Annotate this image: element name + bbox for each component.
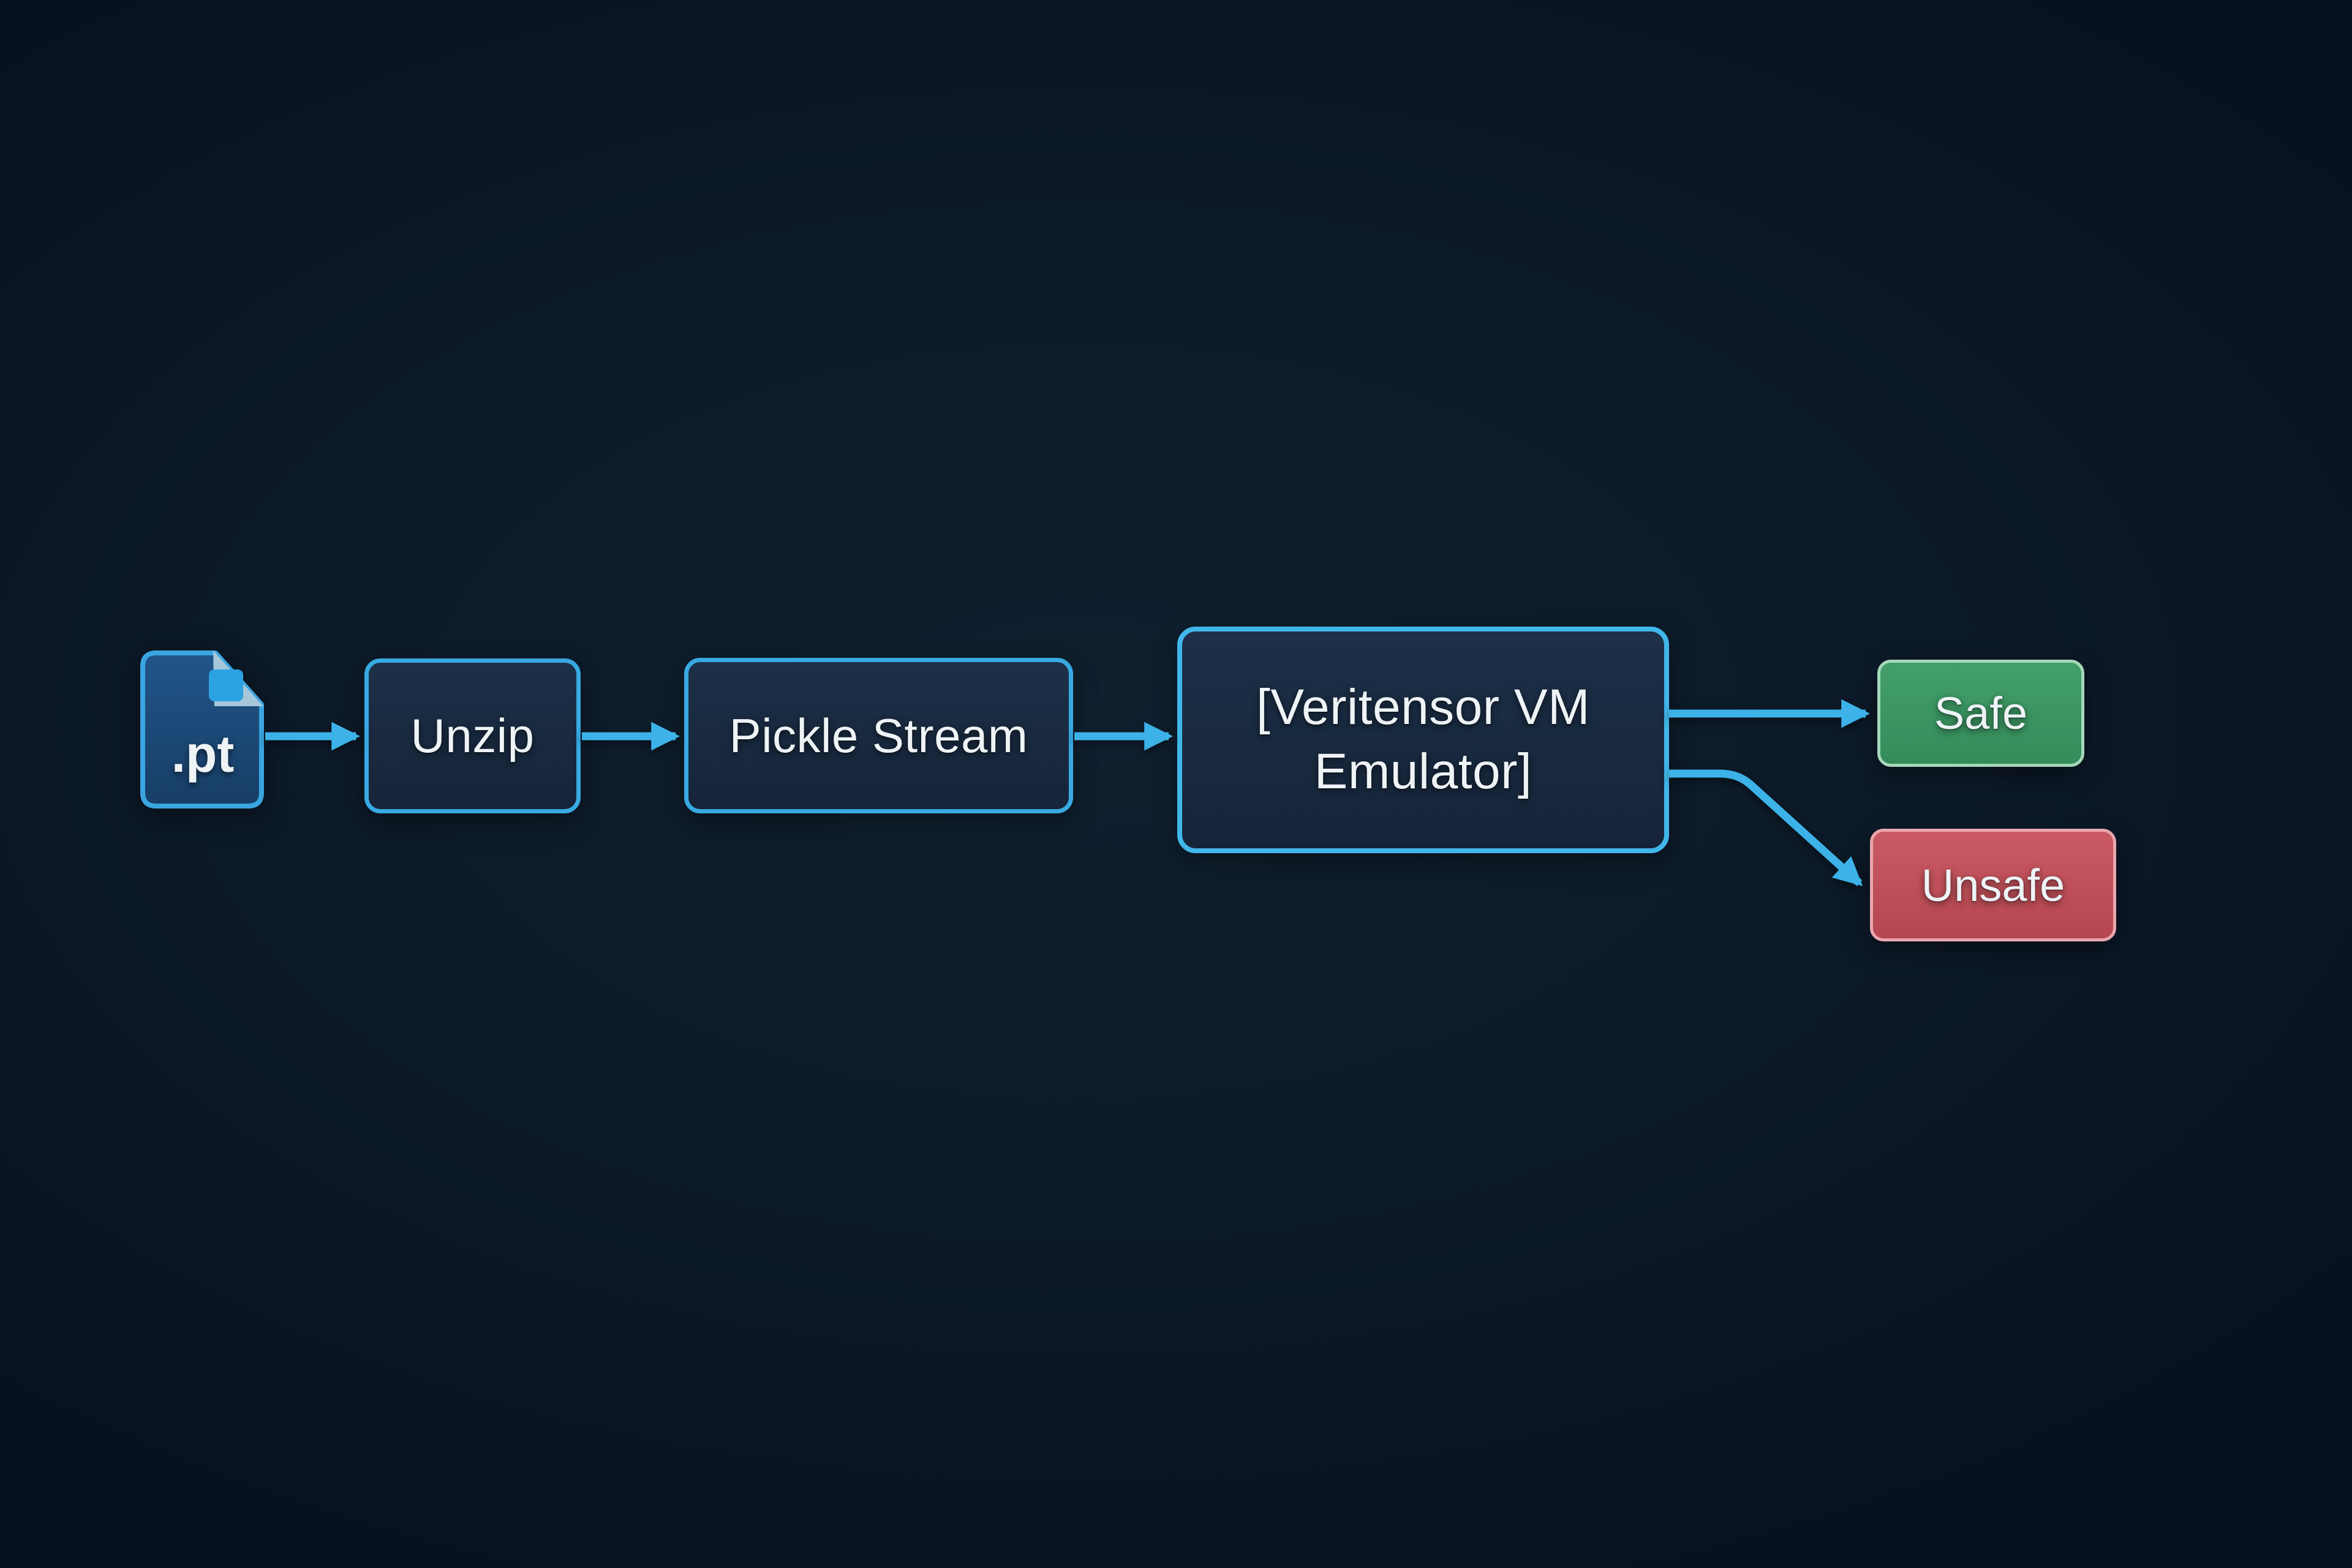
node-safe: Safe — [1877, 660, 2084, 767]
safe-label: Safe — [1934, 688, 2028, 739]
vm-label-line-2: Emulator] — [1314, 744, 1532, 799]
pt-file-label: .pt — [171, 725, 235, 783]
node-unsafe: Unsafe — [1870, 829, 2116, 941]
unsafe-label: Unsafe — [1921, 859, 2065, 911]
node-unzip-label: Unzip — [410, 709, 535, 763]
node-unzip: Unzip — [364, 658, 581, 813]
pt-file-icon — [140, 650, 264, 809]
node-pickle-stream: Pickle Stream — [684, 658, 1073, 813]
node-pickle-stream-label: Pickle Stream — [729, 708, 1028, 763]
vm-label-line-1: [Veritensor VM — [1256, 679, 1590, 736]
node-veritensor-vm-emulator: [Veritensor VM Emulator] — [1177, 627, 1669, 853]
file-fold-front — [209, 669, 243, 701]
arrow-vm-to-unsafe — [1669, 769, 1863, 886]
